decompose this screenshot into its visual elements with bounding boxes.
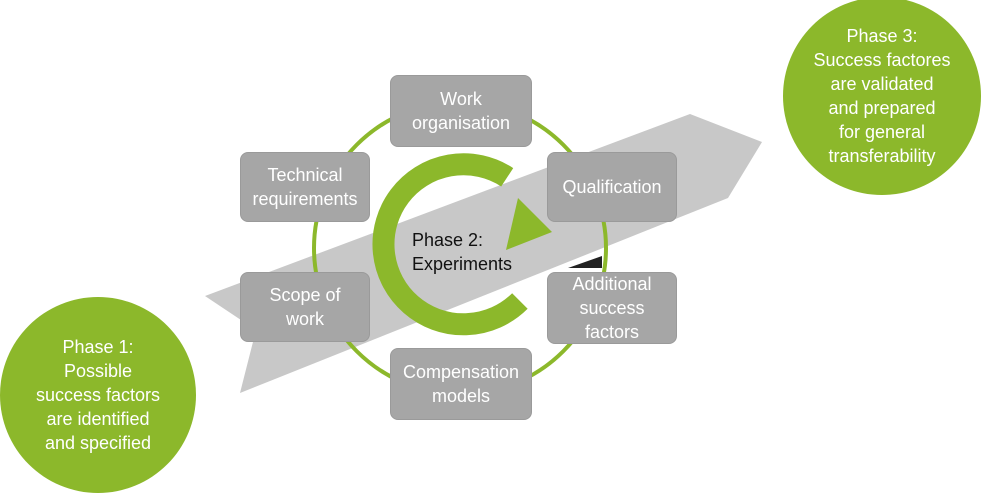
phase-1-circle: Phase 1: Possible success factors are id… <box>0 297 196 493</box>
arrow-shadow <box>568 256 602 268</box>
factor-work-organisation: Work organisation <box>390 75 532 147</box>
factor-qualification: Qualification <box>547 152 677 222</box>
phase-2-label: Phase 2: Experiments <box>412 230 513 274</box>
factor-additional-success-factors: Additional success factors <box>547 272 677 344</box>
cycle-arrow-icon <box>372 153 528 336</box>
cycle-arrowhead-icon <box>506 198 552 250</box>
factor-technical-requirements: Technical requirements <box>240 152 370 222</box>
factor-compensation-models: Compensation models <box>390 348 532 420</box>
phase-3-circle: Phase 3: Success factores are validated … <box>783 0 981 195</box>
factor-scope-of-work: Scope of work <box>240 272 370 342</box>
